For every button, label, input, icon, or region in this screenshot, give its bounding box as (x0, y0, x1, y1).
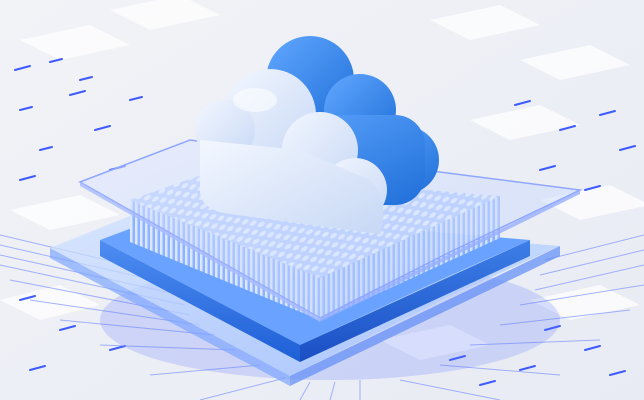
data-stream-dashes (14, 58, 636, 386)
cloud-icon (195, 36, 439, 234)
background-tiles (0, 0, 644, 360)
